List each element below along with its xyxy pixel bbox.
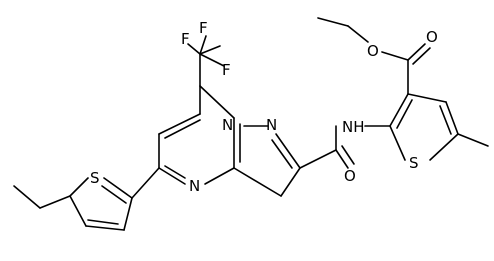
atom-label-n-pyrimidine: N — [189, 177, 200, 195]
atom-label-n-bridge: N — [222, 116, 233, 134]
atom-label-f1: F — [181, 30, 190, 48]
atom-label-o-carbonyl: O — [426, 28, 438, 46]
atom-label-nh: NH — [342, 118, 365, 136]
atom-label-s-right: S — [409, 154, 419, 172]
atom-label-f3: F — [199, 19, 208, 37]
atom-label-n-pyrazole: N — [266, 116, 277, 134]
atom-label-o-amide: O — [344, 167, 356, 185]
atom-label-s-left: S — [90, 169, 100, 187]
bond-lines — [13, 17, 489, 231]
atom-labels: F F F N N N S O O NH S O — [90, 19, 438, 195]
atom-label-f2: F — [222, 61, 231, 79]
atom-label-o-ether: O — [367, 42, 379, 60]
